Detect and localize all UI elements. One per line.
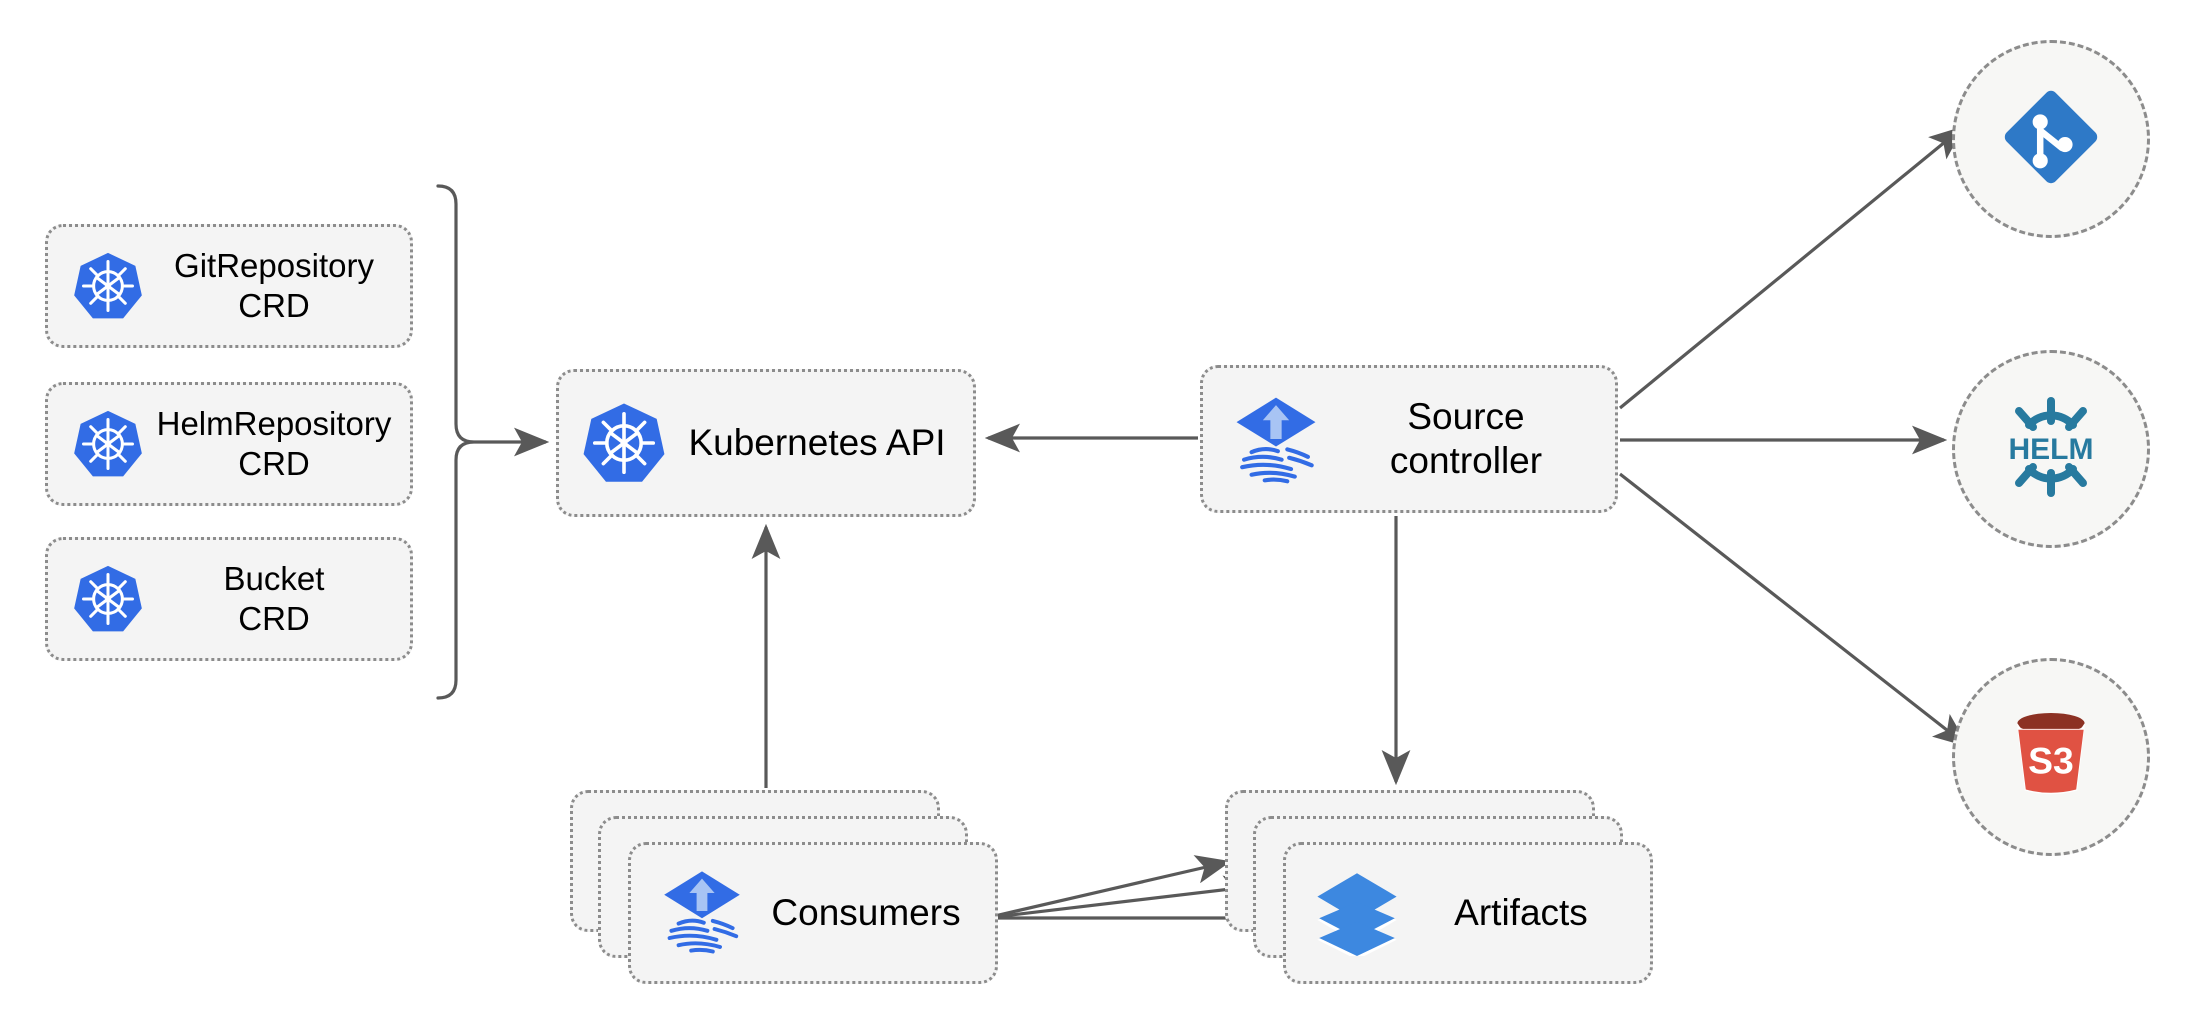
- endpoint-git[interactable]: [1952, 40, 2150, 238]
- node-consumers[interactable]: Consumers: [570, 790, 1010, 990]
- node-label: Kubernetes API: [688, 421, 946, 463]
- crd-label: GitRepository CRD: [174, 247, 374, 324]
- crd-box-gitrepository[interactable]: GitRepository CRD: [45, 224, 413, 348]
- consumers-card-front[interactable]: Consumers: [628, 842, 998, 984]
- artifacts-card-front[interactable]: Artifacts: [1283, 842, 1653, 984]
- kubernetes-icon: [72, 250, 144, 322]
- endpoint-helm[interactable]: HELM: [1952, 350, 2150, 548]
- flux-icon: [1229, 392, 1323, 486]
- layers-icon: [1312, 866, 1402, 961]
- wire-source-to-s3: [1619, 472, 1969, 747]
- node-label: Consumers: [771, 892, 961, 933]
- endpoint-s3[interactable]: S3: [1952, 658, 2150, 856]
- node-artifacts[interactable]: Artifacts: [1225, 790, 1665, 990]
- git-icon: [1997, 83, 2105, 196]
- helm-icon: HELM: [1991, 387, 2111, 512]
- crd-label: HelmRepository CRD: [156, 405, 392, 482]
- wire-source-to-git: [1618, 125, 1965, 410]
- wire-consumers-to-artifacts-2: [985, 875, 1260, 920]
- crd-box-helmrepository[interactable]: HelmRepository CRD: [45, 382, 413, 506]
- wire-consumers-to-artifacts-1: [985, 855, 1232, 920]
- kubernetes-icon: [581, 400, 667, 486]
- node-source-controller[interactable]: Source controller: [1200, 365, 1618, 513]
- crd-group-brace: [436, 184, 475, 700]
- kubernetes-icon: [72, 408, 144, 480]
- kubernetes-icon: [72, 563, 144, 635]
- crd-label: Bucket CRD: [223, 560, 325, 637]
- flux-icon: [657, 866, 747, 961]
- s3-wordmark: S3: [2028, 739, 2074, 781]
- s3-bucket-icon: S3: [1995, 699, 2107, 816]
- helm-wordmark: HELM: [2009, 433, 2094, 466]
- crd-box-bucket[interactable]: Bucket CRD: [45, 537, 413, 661]
- node-label: Artifacts: [1454, 892, 1588, 933]
- node-label: Source controller: [1389, 395, 1543, 481]
- node-kubernetes-api[interactable]: Kubernetes API: [556, 369, 976, 517]
